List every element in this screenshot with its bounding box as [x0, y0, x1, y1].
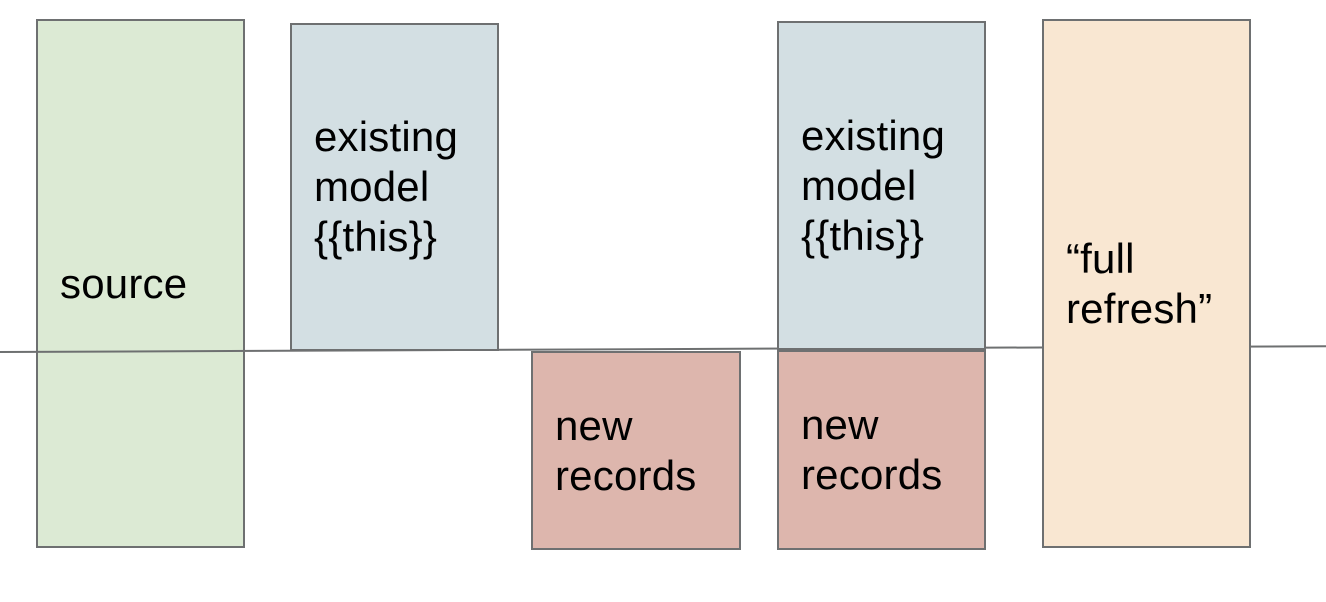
full-refresh-box-label: “full refresh” — [1066, 234, 1213, 332]
source-box-label: source — [60, 259, 188, 307]
existing-model-box-1: existing model {{this}} — [290, 23, 499, 351]
source-box: source — [36, 19, 245, 548]
existing-model-box-2-label: existing model {{this}} — [801, 111, 946, 259]
full-refresh-box: “full refresh” — [1042, 19, 1251, 548]
new-records-box-2: new records — [777, 350, 986, 550]
new-records-box-2-label: new records — [801, 401, 943, 498]
new-records-box-1: new records — [531, 351, 741, 550]
new-records-box-1-label: new records — [555, 401, 697, 499]
existing-model-box-1-label: existing model {{this}} — [314, 113, 459, 260]
existing-model-box-2: existing model {{this}} — [777, 21, 986, 350]
